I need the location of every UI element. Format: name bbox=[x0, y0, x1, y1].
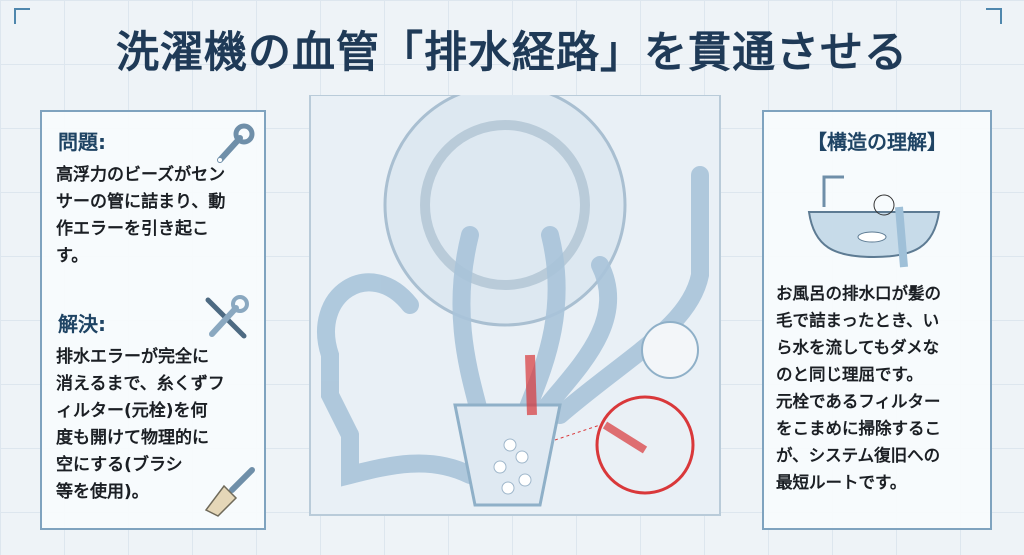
text-line: 元栓であるフィルター bbox=[776, 392, 941, 411]
text-line: をこまめに掃除するこ bbox=[776, 419, 941, 438]
text-line: 作エラーを引き起こ bbox=[56, 219, 209, 239]
text-line: ィルター(元栓)を何 bbox=[56, 401, 208, 421]
solution-heading: 解決: bbox=[58, 312, 106, 336]
text-line: のと同じ理屈です。 bbox=[776, 365, 923, 384]
clog-magnifier bbox=[595, 395, 695, 495]
problem-text: 高浮力のビーズがセン サーの管に詰まり、動 作エラーを引き起こ す。 bbox=[56, 162, 225, 270]
text-line: が、システム復旧への bbox=[776, 446, 941, 465]
frame-corner bbox=[14, 8, 30, 24]
page-title: 洗濯機の血管「排水経路」を貫通させる bbox=[116, 28, 908, 78]
clog-highlight bbox=[525, 354, 537, 416]
structure-explanation-panel: 【構造の理解】 お風呂の排水口が髪の 毛で詰まったとき、い ら水を流してもダメな… bbox=[762, 110, 992, 530]
beads-closeup bbox=[641, 321, 699, 379]
brush-icon bbox=[204, 467, 255, 517]
text-line: ら水を流してもダメな bbox=[776, 338, 940, 357]
problem-heading: 問題: bbox=[58, 130, 106, 154]
frame-corner bbox=[986, 8, 1002, 24]
text-line: サーの管に詰まり、動 bbox=[56, 192, 226, 212]
text-line: 最短ルートです。 bbox=[776, 473, 907, 492]
text-line: 空にする(ブラシ bbox=[56, 455, 183, 475]
text-line: 高浮力のビーズがセン bbox=[56, 165, 226, 185]
wrench-icon bbox=[217, 123, 255, 163]
lint-filter bbox=[453, 403, 562, 507]
structure-heading: 【構造の理解】 bbox=[807, 130, 947, 154]
clogged-bathtub-icon bbox=[807, 175, 941, 268]
solution-text: 排水エラーが完全に 消えるまで、糸くずフ ィルター(元栓)を何 度も開けて物理的… bbox=[56, 344, 225, 506]
washing-machine-drain-diagram bbox=[309, 95, 721, 516]
wrench-screwdriver-icon bbox=[205, 295, 249, 339]
text-line: す。 bbox=[56, 246, 89, 266]
structure-text: お風呂の排水口が髪の 毛で詰まったとき、い ら水を流してもダメな のと同じ理屈で… bbox=[776, 280, 941, 496]
beads-in-filter bbox=[493, 438, 532, 495]
text-line: 排水エラーが完全に bbox=[56, 347, 209, 367]
text-line: 消えるまで、糸くずフ bbox=[56, 374, 225, 394]
problem-solution-panel: 問題: 高浮力のビーズがセン サーの管に詰まり、動 作エラーを引き起こ す。 解… bbox=[40, 110, 266, 530]
text-line: 度も開けて物理的に bbox=[56, 428, 209, 448]
text-line: 毛で詰まったとき、い bbox=[776, 311, 940, 330]
text-line: 等を使用)。 bbox=[56, 482, 149, 502]
text-line: お風呂の排水口が髪の bbox=[776, 284, 941, 303]
